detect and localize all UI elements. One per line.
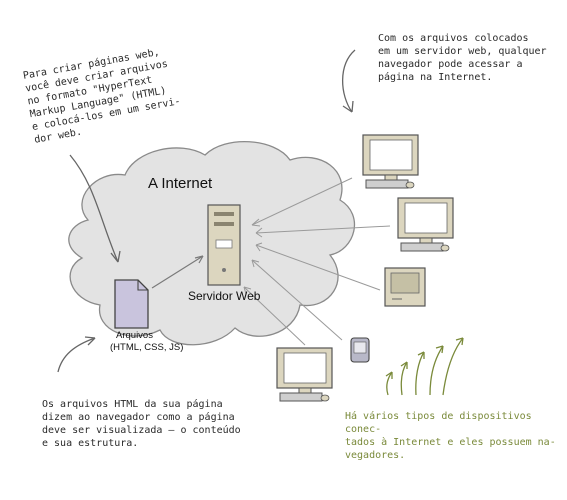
computer-icon-3 [276,347,333,402]
mac-computer-icon [384,267,426,307]
note-arrow-files [57,337,96,373]
note-server-access: Com os arquivos colocados em um servidor… [378,32,563,84]
files-label: Arquivos (HTML, CSS, JS) [110,330,200,354]
note-line: Os arquivos HTML da sua página [42,399,223,410]
note-line: vegadores. [345,450,406,461]
note-line: Com os arquivos colocados [378,33,529,44]
files-to-server-arrow [151,255,204,289]
note-line: e sua estrutura. [42,438,139,449]
devices-arrows [385,337,464,396]
computer-icon-1 [362,134,419,189]
web-server-icon [207,204,241,286]
handheld-device-icon [350,337,370,363]
note-arrow-access [342,49,356,113]
note-html-files: Os arquivos HTML da sua página dizem ao … [42,398,262,450]
files-types: (HTML, CSS, JS) [110,342,184,353]
note-line: tados à Internet e eles possuem na- [345,437,556,448]
internet-label: A Internet [148,175,213,192]
note-line: Há vários tipos de dispositivos conec- [345,411,532,435]
server-label: Servidor Web [188,289,261,303]
note-line: página na Internet. [378,72,493,83]
note-line: deve ser visualizada – o conteúdo [42,425,241,436]
note-line: navegador pode acessar a [378,59,523,70]
note-line: dizem ao navegador como a página [42,412,235,423]
note-line: em um servidor web, qualquer [378,46,547,57]
note-arrow-create [69,154,119,263]
computer-icon-2 [397,197,454,252]
files-name: Arquivos [116,330,153,341]
server-device-links [243,177,391,346]
file-document-icon [114,279,149,329]
annotation-arrows [57,49,356,373]
note-devices: Há vários tipos de dispositivos conec- t… [345,410,565,462]
